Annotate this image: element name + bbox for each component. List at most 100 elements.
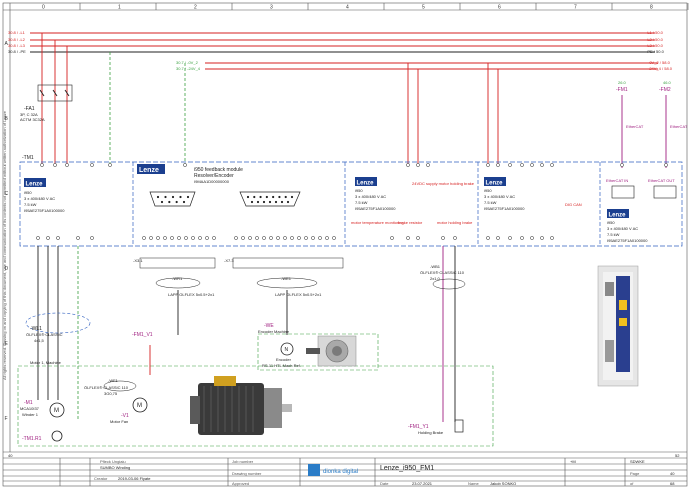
cable-wr1-type: LAPP OLFLEX 5x0.5+2x1 (168, 292, 215, 297)
row-label: F (5, 416, 8, 422)
motor-cable-sub: 4x1,5 (34, 338, 45, 343)
dsub-pin (290, 195, 294, 199)
terminal (177, 236, 181, 240)
drive1-brand: Lenze (26, 182, 44, 188)
brake-tag: -FM1_Y1 (408, 424, 429, 430)
terminal (453, 236, 457, 240)
terminal (318, 236, 322, 240)
dc-label-24v-right: -24V_4 / 58.0 (648, 66, 673, 71)
tb-of-num: 68 (670, 481, 675, 486)
row-label: C (5, 191, 9, 197)
drive3-order: I95AE275F1A0100000 (484, 206, 525, 211)
fuse-fa1: -FA1 3P, C 32A ACTM 3C32A (20, 33, 73, 165)
dc-label-0v: 30.7 / -0V_2 (176, 60, 199, 65)
drive3-model: i950 (484, 188, 492, 193)
terminal (550, 236, 554, 240)
cable-wb1-type: ÖLFLEX® CLASSIC 110 (420, 270, 465, 275)
drive2-note-brake: brake resistor (398, 220, 423, 225)
column-label: 6 (498, 5, 501, 11)
fan-cable-type: ÖLFLEX® CLASSIC 110 (84, 385, 129, 390)
column-label: 1 (118, 5, 121, 11)
brake-wiring: -WB1 ÖLFLEX® CLASSIC 110 2x1,0 -FM1_Y1 H… (408, 246, 466, 435)
dsub-pin (262, 200, 266, 204)
fuse-rating: 3P, C 32A (20, 112, 38, 117)
terminal (530, 163, 534, 167)
thermal-symbol (51, 430, 63, 442)
dsub-connector-left (149, 191, 196, 207)
ethercat-cable-1: EtherCAT (626, 124, 644, 129)
fm1-tag: -FM1 (616, 87, 628, 93)
terminal (269, 236, 273, 240)
drive-product-photo (597, 265, 639, 387)
dc-label-24v: 30.7 / -24V_4 (176, 66, 201, 71)
terminal (262, 236, 266, 240)
encoder-tag: -WE (264, 323, 274, 329)
connector-x3: -X3.1 (133, 258, 143, 263)
terminal (198, 236, 202, 240)
dsub-pin (272, 195, 275, 199)
brake-coil (454, 419, 464, 433)
terminal (283, 236, 287, 240)
tb-creator-label: Creator (94, 476, 108, 481)
encoder-photo (306, 335, 357, 367)
bus-label-l1-right: -L1 / 50.0 (646, 30, 664, 35)
terminal (90, 163, 94, 167)
terminal (486, 236, 490, 240)
drive2-note-temp: motor temperature monitoring (351, 220, 404, 225)
logo-icon (308, 464, 320, 476)
feedback-brand: Lenze (139, 167, 159, 174)
drive1-block: Lenze i950 3 x 400/480 V AC 7.5 kW I95AE… (24, 178, 65, 213)
terminal (46, 236, 50, 240)
logo-text: dionka digital (323, 469, 358, 475)
cable-we1-type: LAPP OLFLEX 5x0.5+2x1 (275, 292, 322, 297)
terminal (290, 236, 294, 240)
drive2-spec2: 7.5 kW (355, 200, 368, 205)
drive4-brand: Lenze (609, 213, 627, 219)
tb-page-label: Page (630, 471, 640, 476)
motor-desc: Winder 1 (22, 412, 39, 417)
terminal (550, 163, 554, 167)
bus-label-l2-right: -L2 / 50.0 (646, 37, 664, 42)
dc-label-0v-right: -0V_2 / 58.0 (648, 60, 671, 65)
encoder-section: -WE Encoder Machine N Encoder RS-11 HTL … (257, 323, 379, 371)
terminal (426, 163, 430, 167)
bus-label-pe-right: -PE / 50.0 (646, 49, 665, 54)
drive-outline (19, 161, 683, 247)
fm2-tag: -FM2 (659, 87, 671, 93)
dsub-pin (179, 195, 182, 199)
drive1-spec2: 7.5 kW (24, 202, 37, 207)
dsub-pin (164, 195, 167, 199)
terminal (36, 236, 40, 240)
bus-label-l3-right: -L3 / 50.0 (646, 43, 664, 48)
terminal (90, 236, 94, 240)
drive3-dig-label: DIG CAN (565, 202, 582, 207)
terminal (212, 236, 216, 240)
terminal (406, 236, 410, 240)
connector-blocks: -X3.1 -X7.3 -WR1 LAPP OLFLEX 5x0.5+2x1 -… (133, 257, 344, 297)
motor-model: MCA10I37 (20, 406, 40, 411)
terminal (53, 163, 57, 167)
row-label: D (5, 266, 9, 272)
drive1-spec1: 3 x 400/480 V AC (24, 196, 55, 201)
dsub-pin (256, 200, 260, 204)
tb-drawing-label: Drawing number (232, 471, 262, 476)
drive3-spec2: 7.5 kW (484, 200, 497, 205)
terminal (170, 236, 174, 240)
ethercat-in-port (611, 185, 635, 199)
motor-section-label: Motor 1, Machine (30, 360, 62, 365)
drive3-block: Lenze i950 3 x 400/480 V AC 7.5 kW I95AE… (484, 177, 582, 211)
dsub-pin (268, 200, 272, 204)
fan-relay-tag: -FM1_V1 (132, 332, 153, 338)
motor-cable-tag: -WL1 (30, 326, 42, 332)
column-label: 4 (346, 5, 349, 11)
terminal (108, 163, 112, 167)
dsub-pin (280, 200, 284, 204)
terminal (390, 236, 394, 240)
terminal (56, 236, 60, 240)
dsub-pin (168, 200, 171, 204)
dsub-pin (160, 200, 164, 204)
dsub-pin (253, 195, 256, 199)
feedback-subtitle: Resolver/Encoder (194, 173, 234, 179)
svg-text:M: M (54, 408, 59, 414)
